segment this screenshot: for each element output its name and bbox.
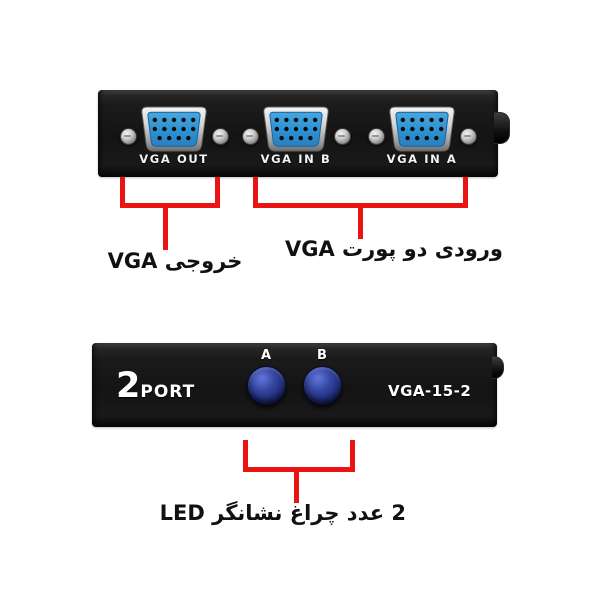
vga-out-port-group: VGA OUT	[119, 104, 229, 166]
screw-icon	[212, 128, 229, 145]
bracket-led-stem	[294, 472, 299, 503]
vga-in-b-port-group: VGA IN B	[241, 104, 351, 166]
vga-connector-icon	[263, 106, 329, 152]
screw-icon	[368, 128, 385, 145]
port-count-number: 2	[116, 366, 141, 406]
vga-out-label: VGA OUT	[139, 152, 209, 166]
vga-connector-icon	[389, 106, 455, 152]
button-b-block: B	[302, 348, 342, 405]
screw-icon	[242, 128, 259, 145]
button-a-label: A	[260, 348, 272, 363]
annotation-vga-input-ports: ورودی دو پورت VGA	[285, 237, 503, 261]
bracket-vga-out-stem	[163, 208, 168, 250]
side-knob	[494, 112, 510, 144]
model-number: VGA-15-2	[388, 382, 472, 400]
screw-icon	[460, 128, 477, 145]
bracket-led	[243, 440, 355, 472]
bracket-vga-in-stem	[358, 208, 363, 239]
vga-in-b-label: VGA IN B	[260, 152, 332, 166]
push-button-b	[302, 366, 342, 405]
vga-switch-rear-panel: VGA OUT VGA IN B	[98, 90, 498, 177]
button-b-label: B	[317, 348, 327, 363]
annotation-vga-output: خروجی VGA	[107, 249, 243, 273]
bracket-vga-in	[253, 177, 468, 208]
port-count-word: PORT	[140, 382, 196, 402]
vga-connector-icon	[141, 106, 207, 152]
vga-in-a-port-group: VGA IN A	[367, 104, 477, 166]
annotation-led-indicators: 2 عدد چراغ نشانگر LED	[159, 501, 406, 525]
button-a-block: A	[246, 348, 286, 405]
screw-icon	[120, 128, 137, 145]
side-knob	[492, 356, 504, 379]
screw-icon	[334, 128, 351, 145]
vga-in-a-label: VGA IN A	[386, 152, 458, 166]
push-button-a	[246, 366, 286, 405]
bracket-vga-out	[120, 177, 220, 208]
